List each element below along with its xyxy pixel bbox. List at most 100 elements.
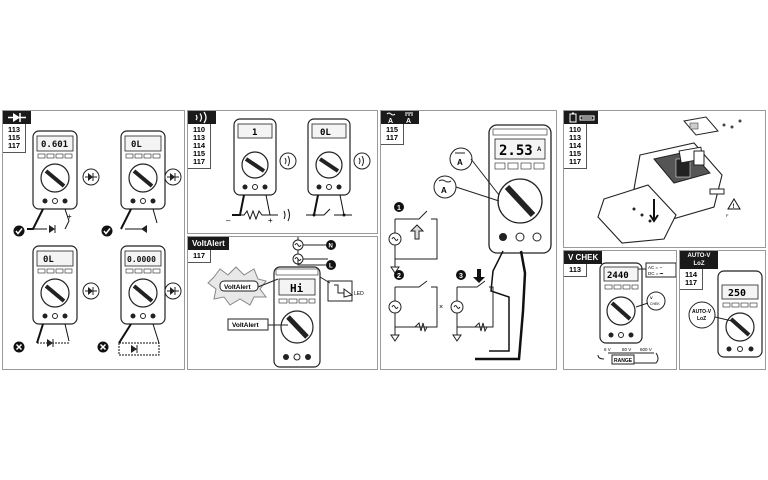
autov-header-line1: AUTO-V bbox=[687, 253, 711, 259]
fuse-note: F bbox=[726, 213, 729, 218]
model-number: 113 bbox=[569, 133, 582, 142]
range-label: 600 V bbox=[640, 347, 652, 352]
line-label: L bbox=[329, 264, 333, 270]
model-list: 113 bbox=[564, 264, 588, 277]
model-number: 117 bbox=[193, 157, 206, 166]
voltalert-header: VoltAlert bbox=[188, 237, 229, 250]
diode-header bbox=[3, 111, 31, 124]
meter-reading: 1 bbox=[252, 128, 257, 138]
check-icon bbox=[13, 225, 25, 237]
meter-continuity-closed: 1 bbox=[233, 118, 277, 196]
meter-autov: 250 bbox=[717, 270, 763, 358]
autov-callout-line1: AUTO-V bbox=[692, 309, 712, 315]
step-number: 3 bbox=[459, 273, 463, 280]
autov-loz-panel: AUTO-V LoZ 114 117 250 AUTO-V LoZ bbox=[679, 250, 766, 370]
model-number: 110 bbox=[569, 125, 582, 134]
model-number: 115 bbox=[569, 149, 582, 158]
continuity-illustrations: 1 – + 0L bbox=[226, 118, 371, 225]
battery-fuse-panel: 110 113 114 115 117 ! F bbox=[563, 110, 766, 248]
voltalert-box-label: VoltAlert bbox=[232, 322, 259, 329]
voltalert-panel: VoltAlert 117 N L VoltAlert Hi LED bbox=[187, 236, 378, 370]
range-label: 6 V bbox=[604, 347, 611, 352]
vcheck-dial-label: V bbox=[650, 295, 653, 300]
continuity-icon bbox=[358, 155, 364, 167]
step-number: 2 bbox=[397, 273, 401, 280]
step-marker bbox=[394, 270, 404, 280]
minus-label: – bbox=[226, 216, 231, 225]
meter-reading: 0.601 bbox=[41, 140, 68, 150]
unit-label: A bbox=[537, 147, 542, 153]
current-illustration: 2.53 A A A 1 2 × 3 bbox=[388, 124, 552, 361]
vcheck-header-label: V CHEK bbox=[568, 253, 599, 262]
model-number: 114 bbox=[685, 270, 698, 279]
diode-test-panel: 113 115 117 0.601 + 0L bbox=[2, 110, 185, 370]
autov-header-line2: LoZ bbox=[693, 261, 705, 267]
model-list: 110 113 114 115 117 bbox=[188, 124, 212, 169]
cross-icon bbox=[13, 341, 25, 353]
diode-icon bbox=[167, 173, 179, 181]
meter-reading: 250 bbox=[728, 288, 746, 299]
model-number: 115 bbox=[8, 133, 21, 142]
meter-reading: 2.53 bbox=[499, 143, 533, 159]
meter-diode-shorted: 0.0000 bbox=[120, 245, 166, 325]
neutral-label: N bbox=[329, 244, 333, 250]
amps-label: A bbox=[457, 158, 463, 167]
autov-illustration: 250 AUTO-V LoZ bbox=[688, 270, 763, 358]
warning-icon bbox=[727, 198, 741, 210]
meter-reading: Hi bbox=[290, 282, 304, 295]
model-number: 113 bbox=[569, 265, 582, 274]
model-number: 114 bbox=[193, 141, 206, 150]
meter-voltalert: Hi bbox=[273, 266, 321, 368]
meter-continuity-open: 0L bbox=[307, 118, 351, 196]
plus-label: + bbox=[268, 216, 273, 225]
meter-reading: 0.0000 bbox=[127, 255, 156, 264]
diode-icon bbox=[85, 173, 97, 181]
current-measurement-panel: A A 115 117 2.53 A A A 1 bbox=[380, 110, 557, 370]
model-list: 117 bbox=[188, 250, 212, 263]
step-marker bbox=[456, 270, 466, 280]
plus-label: + bbox=[67, 212, 72, 221]
amps-label: A bbox=[441, 186, 447, 195]
ac-label: AC = ~ bbox=[648, 265, 662, 270]
continuity-icon bbox=[284, 155, 290, 167]
model-number: 117 bbox=[386, 133, 399, 142]
dc-label: DC = ⎓ bbox=[648, 271, 664, 276]
model-number: 115 bbox=[193, 149, 206, 158]
check-icon bbox=[101, 225, 113, 237]
svg-text:A: A bbox=[406, 118, 411, 124]
diode-icon bbox=[85, 287, 97, 295]
meter-reading: 0L bbox=[43, 255, 54, 265]
model-number: 117 bbox=[193, 251, 206, 260]
ac-dc-amps-icon: A A bbox=[386, 112, 413, 125]
continuity-header bbox=[188, 111, 216, 124]
vcheck-dial-label: CHEK bbox=[650, 302, 660, 306]
diode-illustrations: 0.601 + 0L bbox=[13, 130, 182, 356]
current-header: A A bbox=[381, 111, 419, 125]
meter-reading: 0L bbox=[131, 140, 142, 150]
range-button-label: RANGE bbox=[614, 358, 633, 364]
svg-text:A: A bbox=[388, 118, 393, 124]
model-number: 117 bbox=[685, 278, 698, 287]
svg-text:!: ! bbox=[733, 204, 735, 210]
meter-diode-open: 0L bbox=[32, 245, 78, 325]
vcheck-header: V CHEK bbox=[564, 251, 603, 264]
autov-callout-line2: LoZ bbox=[697, 316, 706, 322]
diode-icon bbox=[8, 113, 26, 122]
battery-fuse-icon bbox=[569, 112, 595, 123]
model-list: 113 115 117 bbox=[3, 124, 27, 153]
model-number: 117 bbox=[569, 157, 582, 166]
range-label: 60 V bbox=[622, 347, 631, 352]
meter-diode-reverse: 0L bbox=[120, 130, 166, 210]
continuity-test-panel: 110 113 114 115 117 1 – + 0L bbox=[187, 110, 378, 234]
vcheck-panel: V CHEK 113 2440 AC = ~ DC = ⎓ V CHEK 6 V… bbox=[563, 250, 677, 370]
model-number: 110 bbox=[193, 125, 206, 134]
model-number: 113 bbox=[8, 125, 21, 134]
meter-reading: 2440 bbox=[607, 271, 629, 281]
meter-reading: 0L bbox=[320, 128, 331, 138]
diode-icon bbox=[167, 287, 179, 295]
model-number: 115 bbox=[386, 125, 399, 134]
model-list: 115 117 bbox=[381, 124, 405, 145]
model-number: 113 bbox=[193, 133, 206, 142]
model-number: 114 bbox=[569, 141, 582, 150]
meter-diode-forward: 0.601 bbox=[32, 130, 78, 210]
